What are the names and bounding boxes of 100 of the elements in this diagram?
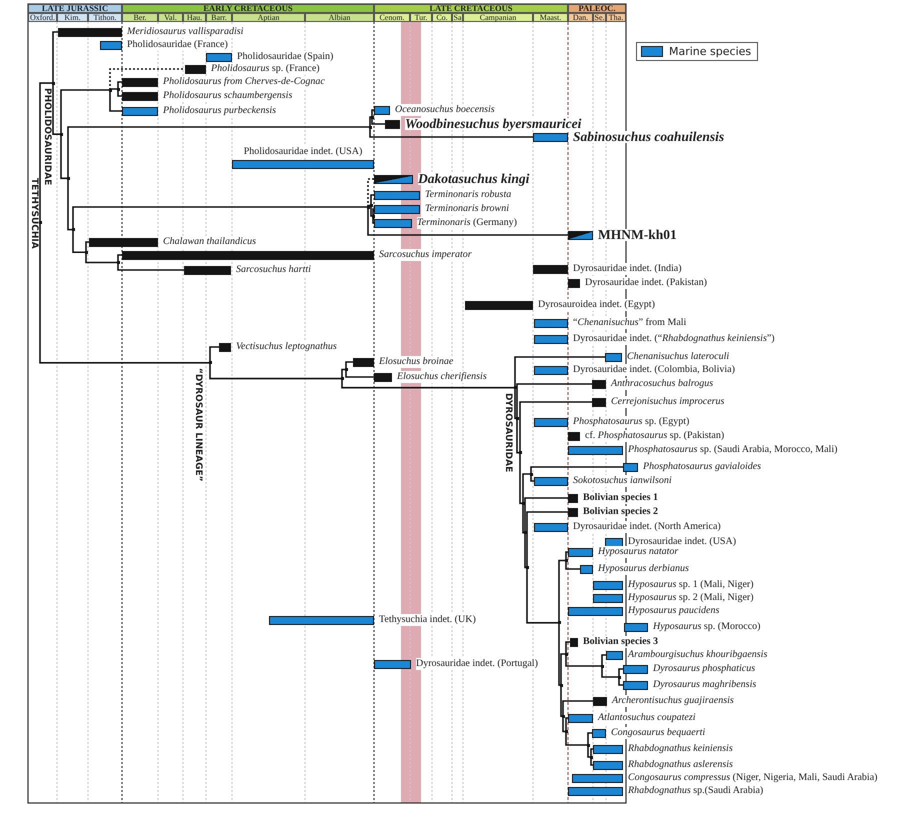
tree-branch: [522, 503, 525, 534]
branch-point: [516, 416, 518, 420]
branch-point: [208, 361, 212, 364]
tree-branch: [514, 356, 605, 388]
taxon-label: Bolivian species 1: [583, 492, 658, 504]
branch-point: [116, 261, 120, 264]
taxon-label: Dyrosauridae indet. (USA): [628, 536, 736, 548]
branch-point: [558, 621, 560, 624]
branch-point: [560, 684, 562, 687]
stage-band: Tur.: [410, 13, 432, 22]
tree-branch: [60, 89, 110, 134]
taxon-label: Archerontisuchus guajiraensis: [612, 695, 734, 707]
tree-branch: [370, 194, 374, 206]
tree-branch: [117, 262, 184, 271]
taxon-label: Sokotosuchus ianwilsoni: [573, 475, 672, 487]
tree-branch: [618, 677, 623, 686]
tree-branch: [519, 452, 523, 504]
taxon-label: Elosuchus broinae: [379, 356, 454, 368]
taxon-label: Dyrosauridae indet. (Portugal): [416, 658, 538, 670]
branch-point: [530, 472, 532, 476]
stage-band: Kim.: [57, 13, 88, 22]
tree-branch: [85, 252, 118, 264]
taxon-label: Pholidosauridae (Spain): [237, 51, 334, 63]
tree-branch: [522, 473, 531, 504]
tree-branch: [565, 717, 568, 732]
taxon-label: Sarcosuchus imperator: [379, 249, 472, 261]
period-band: PALEOC.: [568, 4, 626, 13]
tree-branch: [516, 383, 592, 418]
tree-branch: [562, 700, 593, 716]
tree-branch: [530, 466, 623, 474]
tree-branch: [209, 346, 219, 363]
tree-branch: [526, 567, 559, 624]
tree-branch: [516, 418, 520, 454]
tree-branch: [39, 82, 53, 223]
tree-branch: [117, 89, 122, 97]
taxon-label: Dyrosauridae indet. (India): [573, 263, 682, 275]
tree-branch: [72, 206, 368, 230]
taxon-label: Atlantosuchus coupatezi: [598, 712, 696, 724]
tree-branch: [372, 216, 374, 224]
taxon-label: Dyrosauridae indet. (North America): [573, 521, 721, 533]
taxon-label: Sarcosuchus hartti: [236, 264, 311, 276]
taxon-label: Cerrejonisuchus improcerus: [611, 396, 724, 408]
branch-point: [340, 377, 344, 380]
tree-branch: [372, 208, 374, 216]
tree-branch: [565, 732, 588, 746]
tree-branch: [587, 745, 591, 758]
tree-branch: [560, 685, 563, 718]
branch-point: [564, 559, 568, 562]
tree-branch: [85, 241, 89, 252]
branch-point: [586, 744, 590, 746]
branch-point: [600, 664, 604, 668]
branch-point: [368, 126, 372, 128]
stage-band: Val.: [158, 13, 183, 22]
tree-branch: [369, 116, 372, 127]
taxon-label: Pholidosaurus from Cherves-de-Cognac: [163, 76, 325, 88]
tree-branch: [524, 532, 527, 568]
tree-branch: [341, 378, 515, 388]
taxon-label: Dyrosauridae indet. (Colombia, Bolivia): [573, 364, 735, 376]
taxon-label: Hyposaurus natator: [598, 546, 678, 558]
clade-label: DYROSAURIDAE: [503, 393, 512, 472]
taxon-label: Pholidosauridae (France): [127, 39, 228, 51]
branch-point: [564, 652, 568, 656]
tree-branch: [618, 668, 623, 677]
taxon-label: Dyrosauroidea indet. (Egypt): [538, 299, 655, 311]
tree-branch: [526, 511, 568, 568]
taxon-label: Oceanosuchus boecensis: [395, 104, 495, 116]
tree-branch: [590, 748, 593, 757]
tree-branch: [601, 654, 606, 666]
clade-label: “DYROSAUR LINEAGE”: [193, 368, 202, 482]
clade-label: PHOLIDOSAURIDAE: [42, 88, 51, 186]
taxon-label: “Chenanisuchus” from Mali: [573, 317, 686, 329]
tree-branch: [39, 222, 210, 364]
tree-branch: [601, 666, 619, 678]
taxon-label: Woodbinesuchus byersmauricei: [405, 118, 582, 130]
tree-branch: [117, 254, 122, 262]
taxon-label: Phosphatosaurus sp. (Saudi Arabia, Morocco, Mali): [628, 444, 838, 456]
taxon-label: Dyrosauridae indet. (“Rhabdognathus keiniensis”): [573, 333, 775, 345]
taxon-label: Terminonaris browni: [425, 203, 510, 215]
branch-point: [590, 756, 592, 758]
branch-point: [116, 88, 120, 90]
period-band: LATE CRETACEOUS: [374, 4, 568, 13]
tree-branch: [587, 732, 592, 745]
tree-branch: [519, 401, 592, 453]
taxon-label: Dyrosauridae indet. (Pakistan): [585, 277, 707, 289]
taxon-label: Rhabdognathus sp.(Saudi Arabia): [628, 785, 764, 797]
taxon-label: Bolivian species 2: [583, 506, 658, 518]
stage-band: Tithon.: [88, 13, 122, 22]
stage-band: Dan.: [568, 13, 593, 22]
taxon-label: Congosaurus compressus (Niger, Nigeria, Mali, Saudi Arabia): [628, 772, 878, 784]
tree-branch: [117, 81, 122, 89]
period-band: LATE JURASSIC: [28, 4, 122, 13]
branch-point: [522, 502, 524, 505]
taxon-label: Pholidosaurus purbeckensis: [163, 105, 276, 117]
stage-band: Oxford.: [28, 13, 57, 22]
branch-point: [514, 386, 516, 390]
taxon-label: Terminonaris robusta: [425, 189, 512, 201]
taxon-label: Tethysuchia indet. (UK): [379, 614, 476, 626]
tree-branch: [524, 497, 568, 533]
taxon-label: Dyrosaurus maghribensis: [653, 679, 756, 691]
branch-point: [562, 714, 564, 718]
